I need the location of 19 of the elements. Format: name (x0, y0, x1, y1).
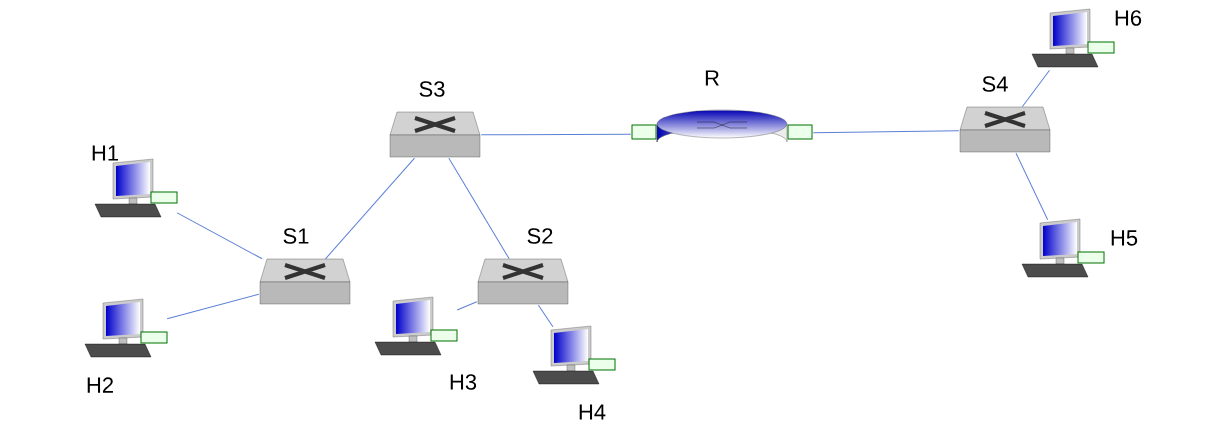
link-line (456, 301, 478, 311)
link-line (480, 133, 632, 136)
link-line (325, 157, 416, 260)
node-label: H5 (1111, 230, 1138, 246)
node-label: S1 (283, 228, 309, 244)
link-line (537, 304, 554, 328)
node-label: H6 (1115, 10, 1142, 26)
node-label: R (705, 70, 719, 86)
node-label: S4 (982, 76, 1008, 92)
node-label: S2 (527, 228, 553, 244)
node-label: H3 (450, 374, 477, 390)
link-line (1015, 152, 1049, 221)
node-label: H2 (87, 377, 113, 393)
node-label: H1 (92, 145, 118, 161)
node-label: S3 (419, 81, 445, 97)
node-label: H4 (579, 404, 606, 420)
link-line (1021, 69, 1051, 108)
link-line (176, 212, 263, 260)
link-line (448, 157, 510, 260)
